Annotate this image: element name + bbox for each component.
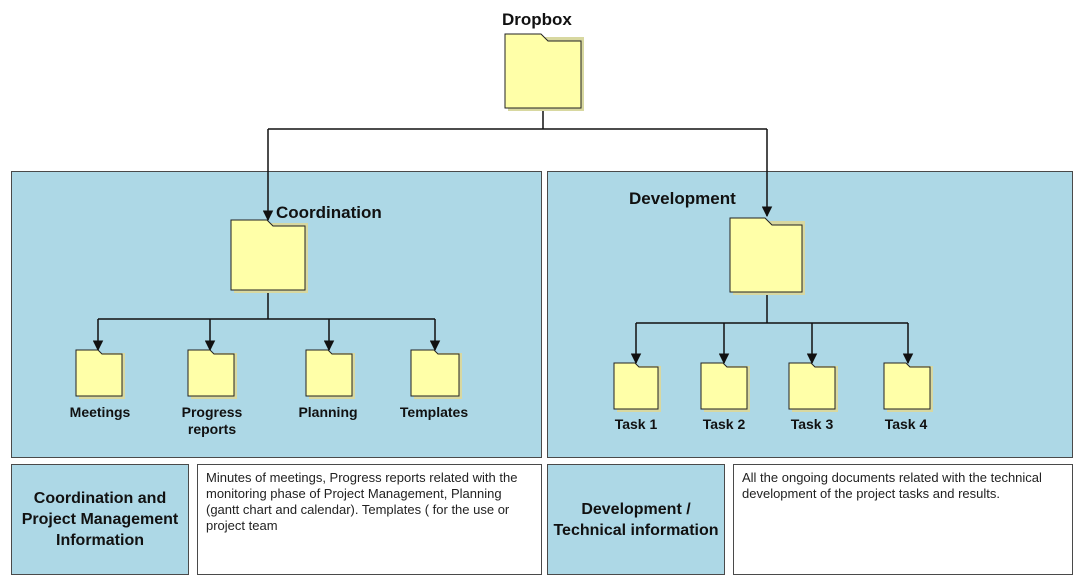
folder-label-templates: Templates [399,404,469,420]
folder-label-progress-reports: Progress reports [181,404,243,437]
coordination-connectors [92,290,441,352]
coordination-panel [11,171,542,458]
templates-folder-icon [410,349,462,399]
planning-folder-icon [305,349,355,399]
coordination-label: Coordination [276,203,382,222]
coordination-info-text: Minutes of meetings, Progress reports re… [197,464,542,575]
development-label: Development [629,189,736,208]
task-2-folder-icon [700,362,750,412]
root-connectors [262,108,773,222]
folder-label-task-3: Task 3 [790,416,834,432]
progress-reports-folder-icon [187,349,237,399]
folder-label-meetings: Meetings [69,404,131,420]
folder-label-planning: Planning [298,404,358,420]
development-connectors [630,292,914,365]
development-folder-icon [729,217,805,295]
folder-label-task-4: Task 4 [884,416,928,432]
coordination-info-heading: Coordination and Project Management Info… [11,464,189,575]
root-folder-icon [504,33,584,111]
root-label: Dropbox [502,10,572,29]
development-info-heading: Development / Technical information [547,464,725,575]
task-4-folder-icon [883,362,933,412]
folder-label-task-1: Task 1 [614,416,658,432]
task-1-folder-icon [613,362,661,412]
folder-label-task-2: Task 2 [702,416,746,432]
development-info-text: All the ongoing documents related with t… [733,464,1073,575]
task-3-folder-icon [788,362,838,412]
coordination-folder-icon [230,219,308,293]
meetings-folder-icon [75,349,125,399]
